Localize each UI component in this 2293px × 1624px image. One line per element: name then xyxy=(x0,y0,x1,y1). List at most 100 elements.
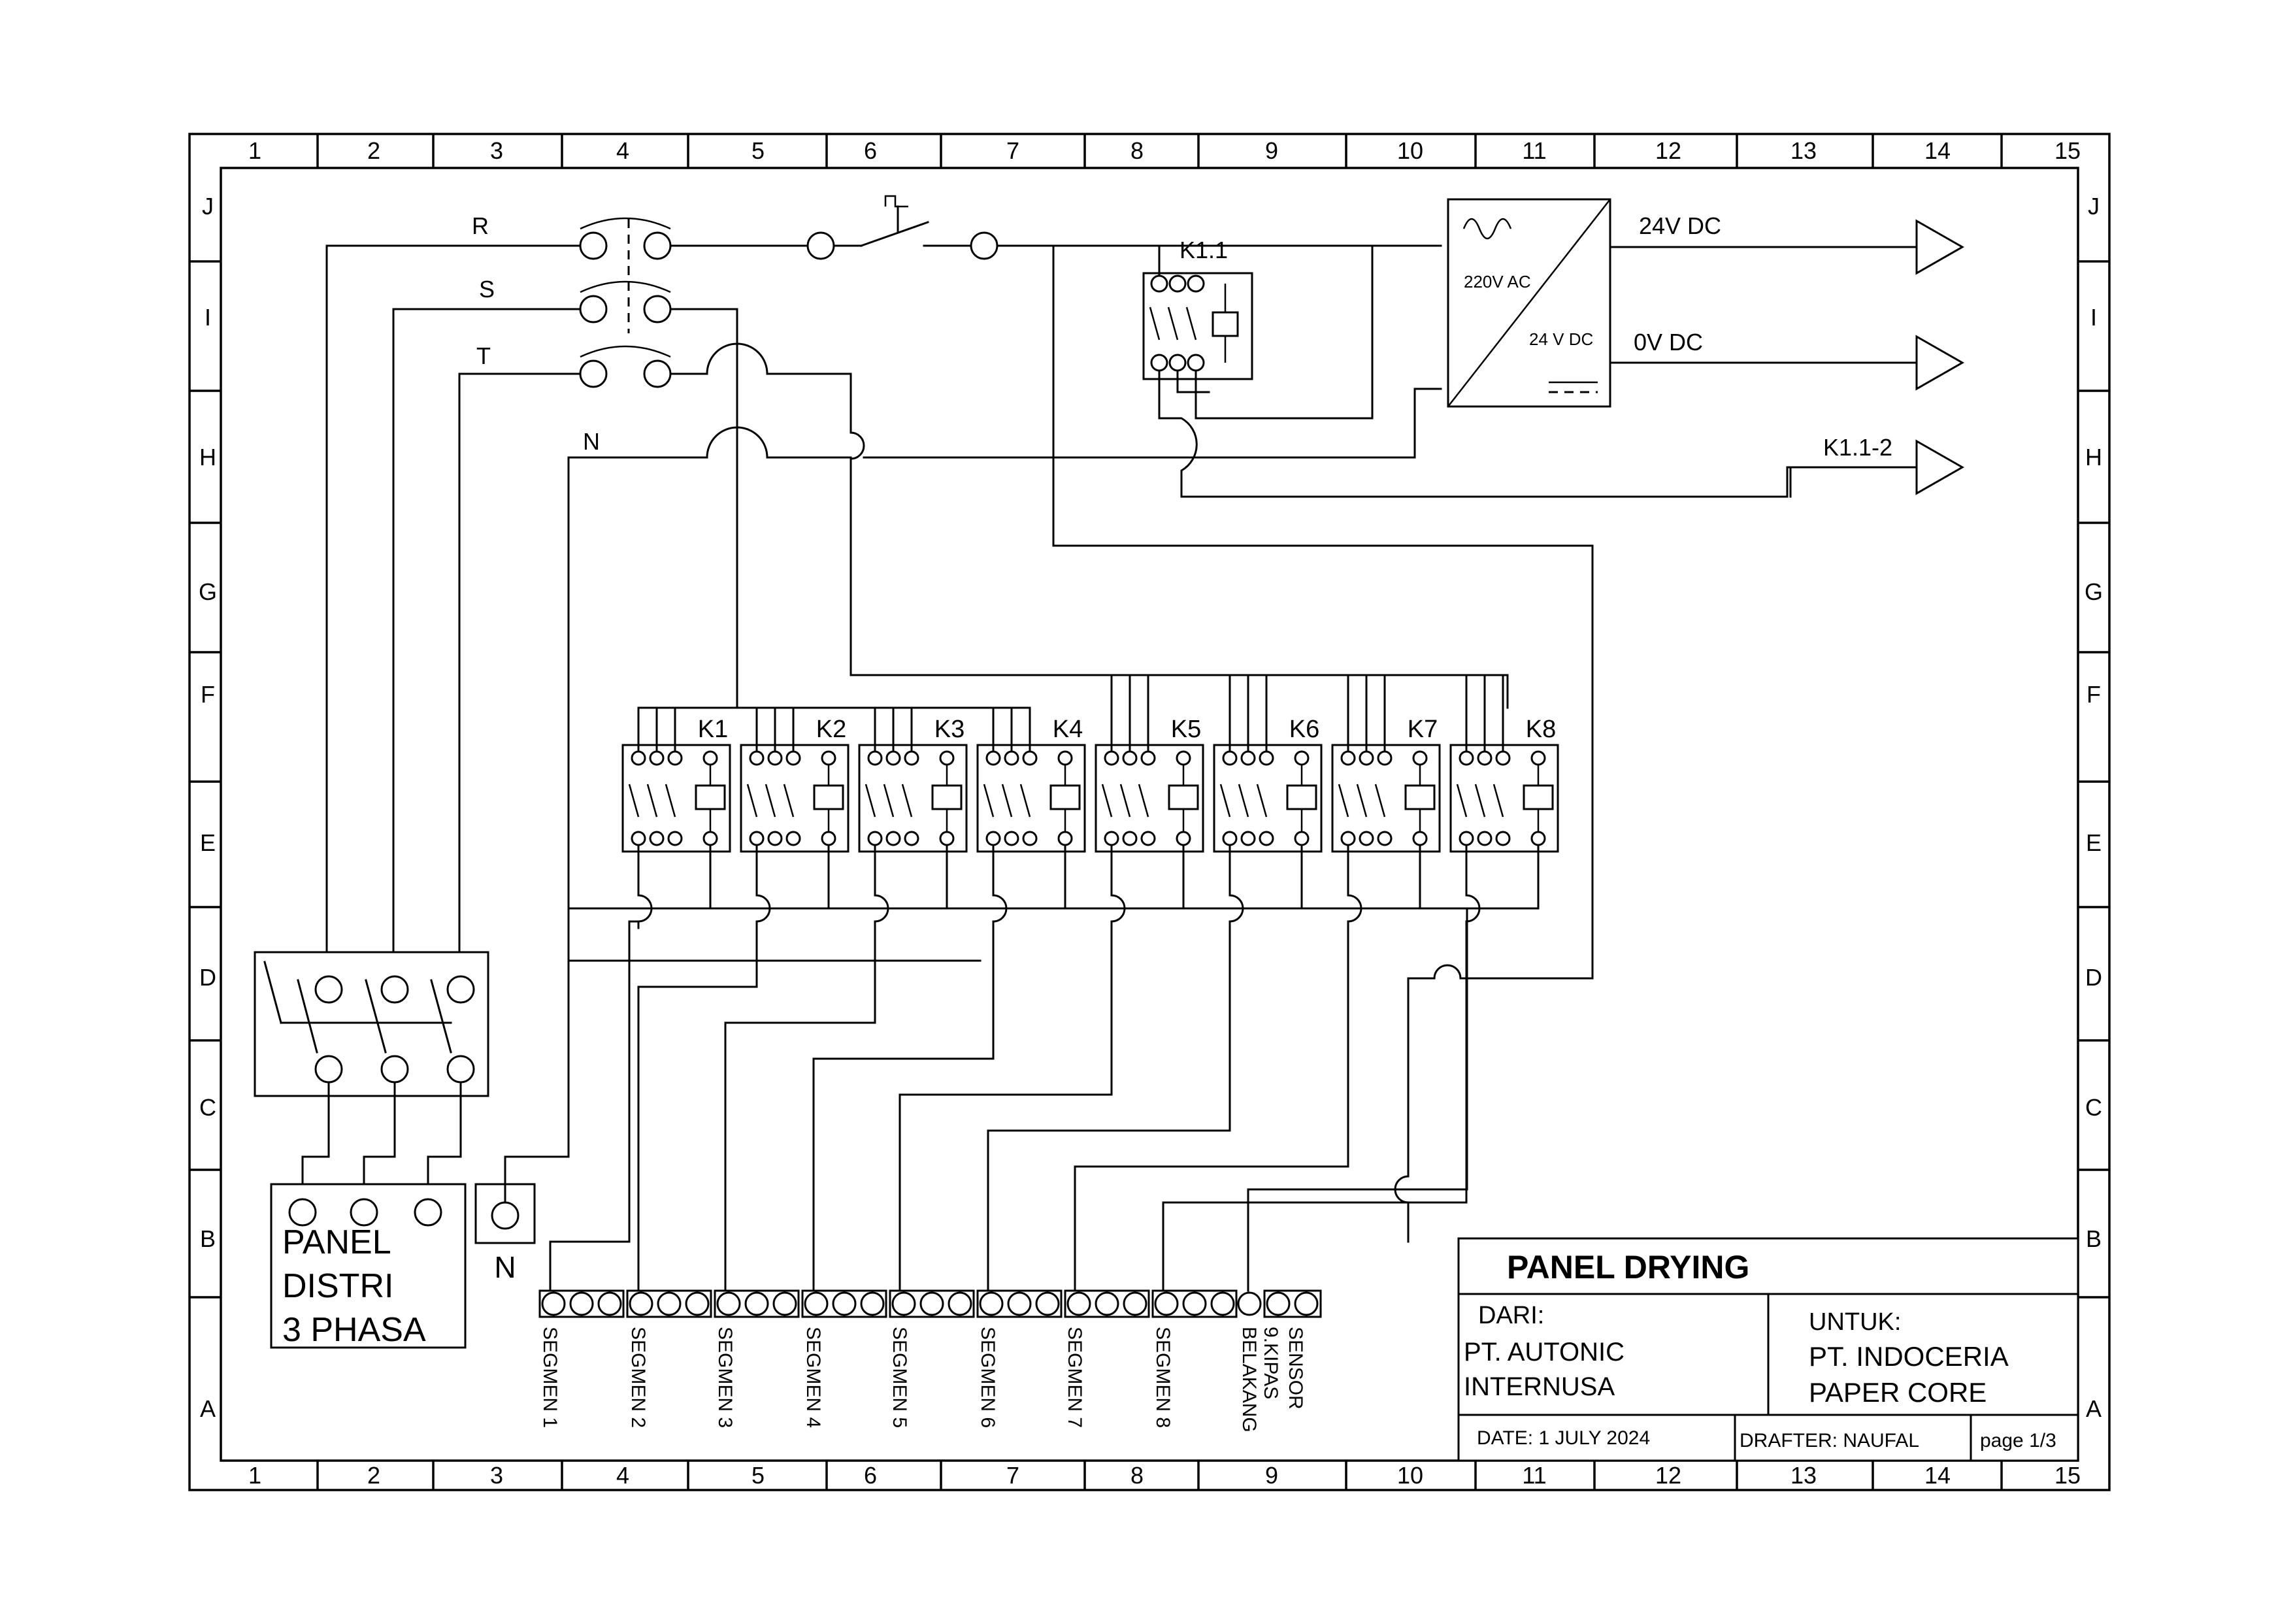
distribution-panel-line-1: PANEL xyxy=(282,1223,391,1261)
psu-output-label: 24 V DC xyxy=(1529,329,1593,349)
to-company-line-1: PT. INDOCERIA xyxy=(1809,1341,2009,1372)
terminal-label: SEGMEN 1 xyxy=(539,1327,561,1428)
contactor-k3: K3 xyxy=(858,706,968,910)
terminal-label: SEGMEN 5 xyxy=(889,1327,910,1428)
col-label: 9 xyxy=(1265,1462,1278,1489)
segment-route xyxy=(899,920,1113,1292)
col-label: 13 xyxy=(1790,137,1817,164)
terminal-block xyxy=(889,1289,975,1318)
segment-wire xyxy=(755,844,771,929)
contactor-k2: K2 xyxy=(740,706,850,910)
row-label: E xyxy=(2086,829,2102,856)
segment-route xyxy=(637,920,758,1292)
terminal-label: SEGMEN 4 xyxy=(802,1327,824,1428)
terminal-label: SENSOR xyxy=(1285,1327,1306,1410)
row-label: B xyxy=(200,1225,216,1252)
page-field: page 1/3 xyxy=(1980,1430,2056,1451)
output-label-24v: 24V DC xyxy=(1639,212,1721,239)
col-label: 9 xyxy=(1265,137,1278,164)
panel-breaker xyxy=(254,951,489,1201)
contactor-label: K8 xyxy=(1526,716,1556,743)
segment-wire xyxy=(637,844,653,929)
from-company-line-1: PT. AUTONIC xyxy=(1464,1338,1625,1367)
distribution-panel-line-3: 3 PHASA xyxy=(282,1311,426,1349)
col-label: 1 xyxy=(248,137,261,164)
segment-route xyxy=(1074,920,1349,1292)
row-label: E xyxy=(200,829,216,856)
segment-route xyxy=(812,920,995,1292)
neutral-terminal xyxy=(474,959,570,1244)
segment-route xyxy=(1162,920,1468,1292)
title-text: PANEL DRYING xyxy=(1507,1249,1749,1285)
segment-route xyxy=(987,920,1231,1292)
col-label: 11 xyxy=(1522,137,1546,164)
terminal-label: SEGMEN 2 xyxy=(627,1327,649,1428)
contactor-k8: K8 xyxy=(1449,674,1559,910)
line-label-r: R xyxy=(472,212,489,239)
col-label: 13 xyxy=(1790,1462,1817,1489)
output-label-k1-1-2: K1.1-2 xyxy=(1823,434,1892,461)
terminal-block xyxy=(1064,1289,1150,1318)
row-label: B xyxy=(2086,1225,2102,1252)
terminal-label: SEGMEN 8 xyxy=(1152,1327,1174,1428)
psu-input-label: 220V AC xyxy=(1464,272,1531,291)
terminal-label: SEGMEN 7 xyxy=(1064,1327,1085,1428)
power-supply-unit xyxy=(1447,198,1611,408)
main-isolator-switch xyxy=(579,217,672,388)
line-label-t: T xyxy=(476,342,491,369)
terminal-block xyxy=(976,1289,1063,1318)
terminal-label: SEGMEN 6 xyxy=(977,1327,998,1428)
col-label: 12 xyxy=(1655,137,1681,164)
terminal-block xyxy=(1263,1289,1322,1318)
row-label: F xyxy=(2087,681,2101,708)
col-label: 11 xyxy=(1522,1462,1546,1489)
col-label: 2 xyxy=(367,1462,380,1489)
col-label: 7 xyxy=(1006,137,1019,164)
supply-wiring xyxy=(325,244,1509,983)
output-label-0v: 0V DC xyxy=(1634,329,1703,356)
terminal-block xyxy=(801,1289,887,1318)
col-label: 4 xyxy=(616,137,629,164)
terminal-block xyxy=(1237,1291,1262,1316)
selector-switch xyxy=(806,195,1442,260)
row-label: H xyxy=(2085,444,2102,471)
col-label: 15 xyxy=(2054,1462,2081,1489)
row-label: C xyxy=(199,1094,216,1121)
distribution-panel xyxy=(270,1183,467,1349)
row-label: A xyxy=(200,1395,216,1422)
contactor-k5: K5 xyxy=(1095,674,1204,910)
row-label: D xyxy=(199,964,216,991)
column-labels-bottom: 1 2 3 4 5 6 7 8 9 10 11 12 13 14 15 xyxy=(248,1462,2081,1489)
col-label: 14 xyxy=(1924,1462,1951,1489)
col-label: 5 xyxy=(751,1462,765,1489)
from-company-line-2: INTERNUSA xyxy=(1464,1372,1615,1401)
col-label: 8 xyxy=(1130,137,1144,164)
segment-wire xyxy=(1465,844,1481,929)
col-label: 2 xyxy=(367,137,380,164)
col-label: 4 xyxy=(616,1462,629,1489)
row-label: I xyxy=(2090,304,2097,331)
column-labels-top: 1 2 3 4 5 6 7 8 9 10 11 12 13 14 15 xyxy=(248,137,2081,164)
line-label-n: N xyxy=(583,428,600,455)
row-label: F xyxy=(201,681,215,708)
row-label: G xyxy=(199,578,217,605)
col-label: 3 xyxy=(490,1462,503,1489)
drafter-field: DRAFTER: NAUFAL xyxy=(1740,1430,1919,1451)
contactor-k7: K7 xyxy=(1331,674,1441,910)
col-label: 12 xyxy=(1655,1462,1681,1489)
col-label: 15 xyxy=(2054,137,2081,164)
terminal-block xyxy=(714,1289,800,1318)
contactor-label: K6 xyxy=(1289,716,1319,743)
line-label-s: S xyxy=(479,276,495,303)
row-label: H xyxy=(199,444,216,471)
terminal-block xyxy=(626,1289,712,1318)
col-label: 5 xyxy=(751,137,765,164)
segment-wire xyxy=(874,844,889,929)
segment-wire xyxy=(1347,844,1362,929)
row-labels-right: J I H G F E D C B A xyxy=(2085,193,2103,1422)
row-labels-left: J I H G F E D C B A xyxy=(199,193,217,1422)
